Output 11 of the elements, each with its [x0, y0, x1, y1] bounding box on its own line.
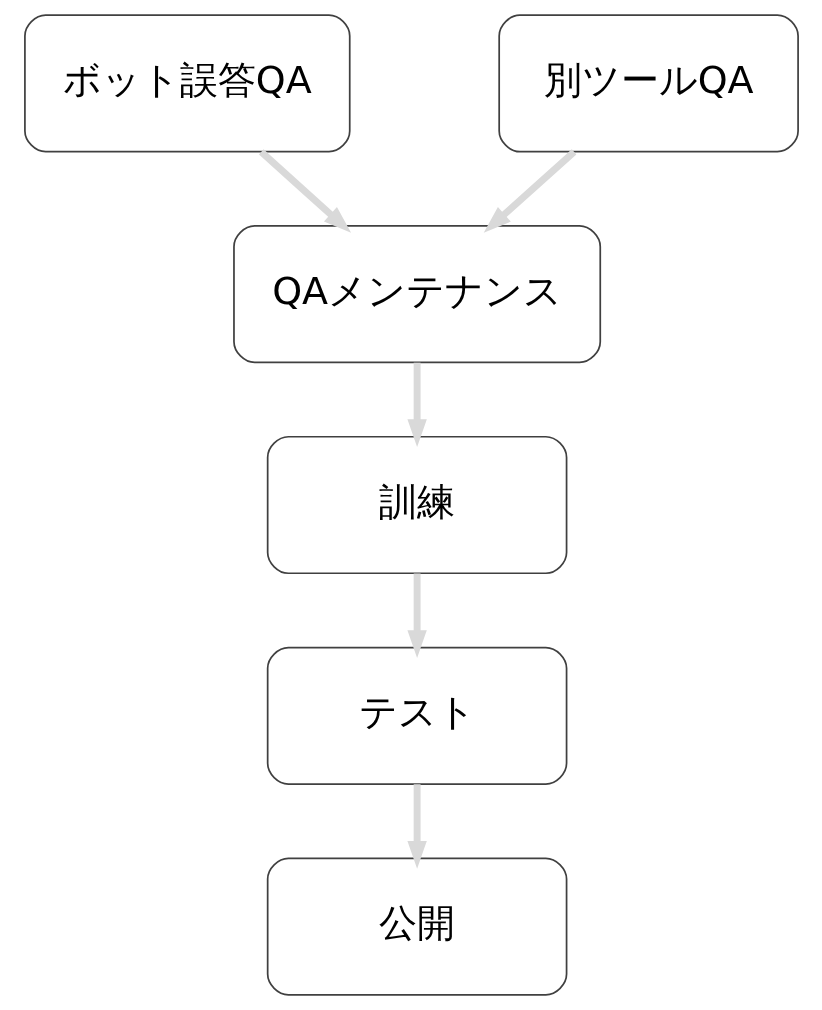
- node-box: テスト: [266, 646, 567, 785]
- arrow: [406, 784, 427, 869]
- node-box: 別ツールQA: [497, 14, 799, 153]
- arrow: [258, 149, 351, 233]
- node-box: 公開: [266, 857, 567, 996]
- node-box: QAメンテナンス: [232, 225, 601, 364]
- node-box: 訓練: [266, 435, 567, 575]
- node-box: ボット誤答QA: [23, 14, 351, 153]
- arrow: [406, 573, 427, 658]
- arrow: [406, 362, 427, 448]
- arrow: [483, 149, 576, 233]
